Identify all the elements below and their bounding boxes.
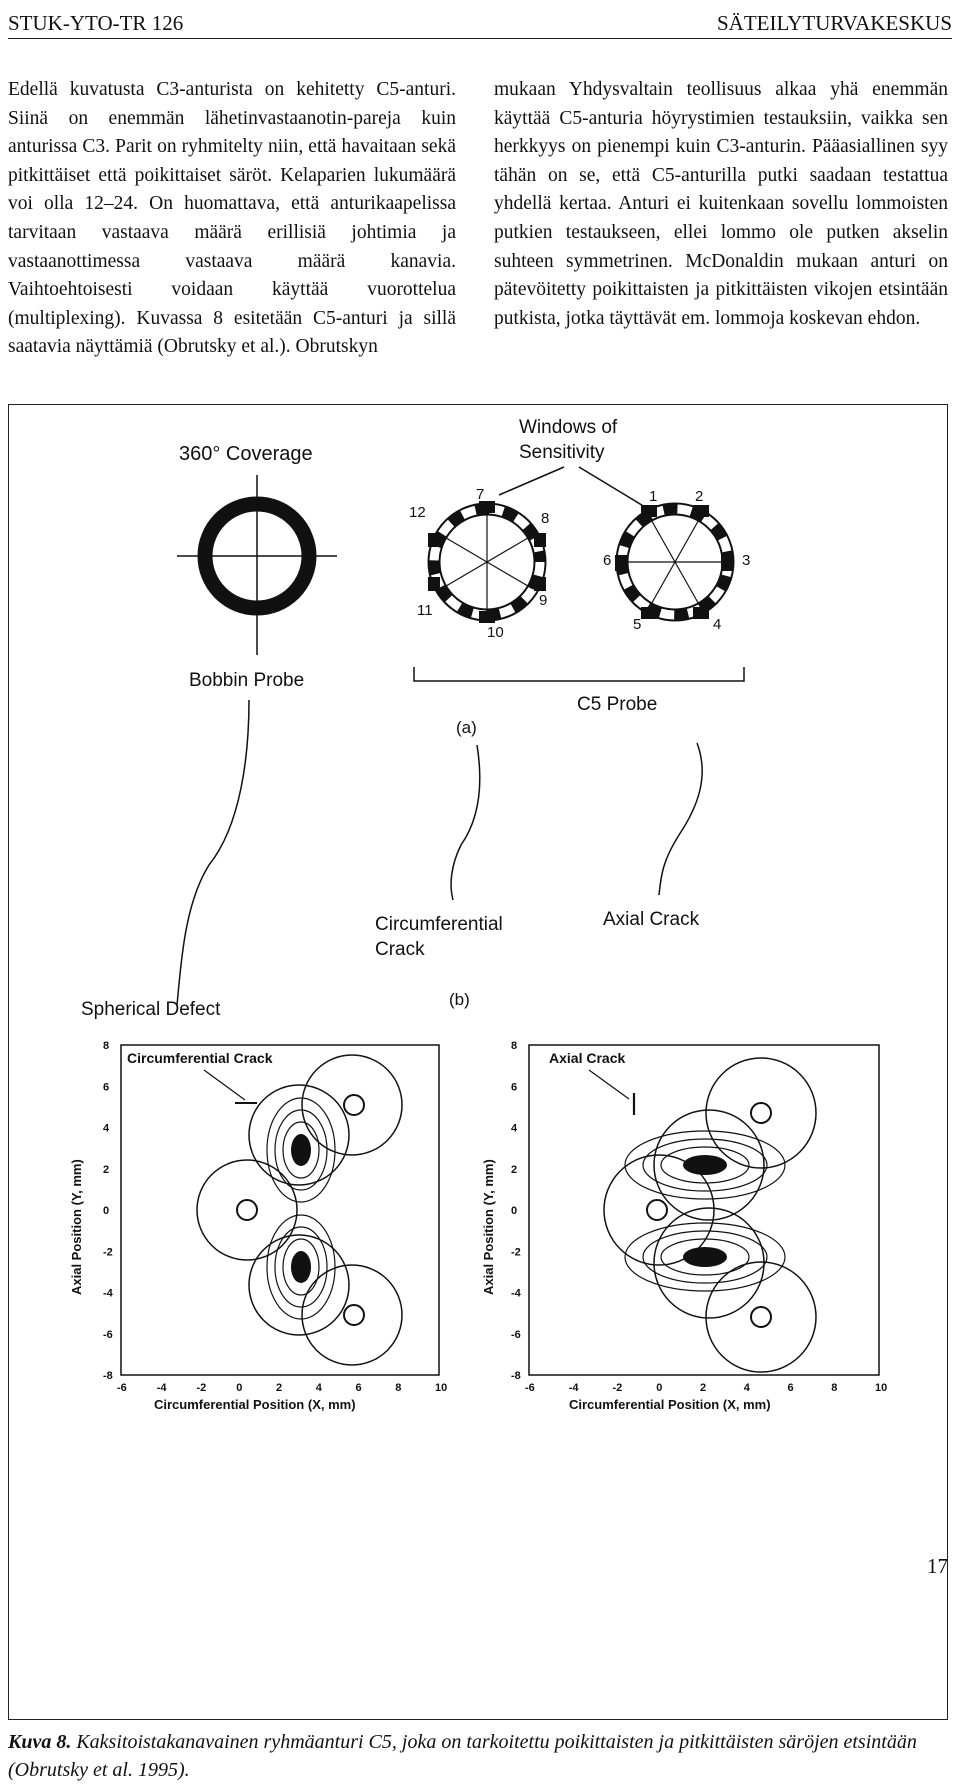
probe-right-num-1: 1: [649, 488, 657, 505]
y-tick-label: -8: [103, 1370, 113, 1382]
y-tick-label: 6: [511, 1081, 517, 1093]
circumferential-crack-trace: [450, 744, 481, 901]
x-tick-label: 0: [236, 1382, 242, 1394]
bobbin-probe-label: Bobbin Probe: [189, 670, 304, 691]
ticks-right: -6 -4 -2 0 2 4 6 8 10 8 6 4 2 0 -2 -4 -6 -8: [511, 1040, 887, 1394]
text-column-right: mukaan Yhdysvaltain teollisuus alkaa yhä…: [494, 76, 948, 333]
y-tick-label: 4: [103, 1123, 110, 1135]
caption-text: Kaksitoistakanavainen ryhmäanturi C5, jo…: [8, 1731, 917, 1781]
x-tick-label: 8: [831, 1382, 837, 1394]
probe-left-num-12: 12: [409, 504, 426, 521]
windows-arrow-left: [498, 466, 565, 496]
y-tick-label: 2: [103, 1164, 109, 1176]
c5-probe-label: C5 Probe: [577, 694, 657, 715]
x-tick-label: 10: [435, 1382, 447, 1394]
x-tick-label: -2: [197, 1382, 207, 1394]
y-tick-label: -2: [511, 1246, 521, 1258]
x-axis-label-right: Circumferential Position (X, mm): [569, 1397, 771, 1412]
y-tick-label: 4: [511, 1123, 518, 1135]
axial-crack-trace: [658, 742, 703, 896]
x-tick-label: 10: [875, 1382, 887, 1394]
x-tick-label: 2: [700, 1382, 706, 1394]
y-tick-label: 8: [103, 1040, 109, 1052]
c5-bracket: [413, 667, 745, 682]
probe-right-num-3: 3: [742, 552, 750, 569]
x-tick-label: -6: [525, 1382, 535, 1394]
y-tick-label: -8: [511, 1370, 521, 1382]
probe-left-num-8: 8: [541, 510, 549, 527]
header-right: SÄTEILYTURVAKESKUS: [716, 11, 952, 35]
circ-crack-label-1: Circumferential: [375, 914, 503, 935]
x-tick-label: 2: [276, 1382, 282, 1394]
coverage-label: 360° Coverage: [179, 443, 313, 465]
probe-right-num-4: 4: [713, 616, 721, 633]
c5-probe-left: 7 8 9 10 11 12: [409, 486, 549, 641]
y-tick-label: -2: [103, 1246, 113, 1258]
probe-left-num-11: 11: [417, 602, 433, 619]
plot-left-title: Circumferential Crack: [127, 1050, 273, 1066]
y-tick-label: -6: [103, 1329, 113, 1341]
plot-right-title: Axial Crack: [549, 1050, 625, 1066]
probe-right-num-2: 2: [695, 488, 703, 505]
y-tick-label: 2: [511, 1164, 517, 1176]
figure-caption: Kuva 8. Kaksitoistakanavainen ryhmäantur…: [8, 1728, 952, 1784]
paragraph-right: mukaan Yhdysvaltain teollisuus alkaa yhä…: [494, 79, 948, 329]
y-tick-label: -4: [103, 1288, 114, 1300]
figure-8: 360° Coverage Windows of Sensitivity 7: [8, 404, 948, 1720]
windows-label-1: Windows of: [519, 417, 618, 438]
y-axis-label-right: Axial Position (Y, mm): [481, 1159, 496, 1295]
windows-arrow-right: [578, 466, 646, 508]
probe-left-num-9: 9: [539, 592, 547, 609]
c5-probe-right: 1 2 3 4 5 6: [603, 488, 750, 633]
caption-label: Kuva 8.: [8, 1731, 72, 1753]
x-axis-label-left: Circumferential Position (X, mm): [154, 1397, 356, 1412]
text-column-left: Edellä kuvatusta C3-anturista on kehitet…: [8, 76, 456, 362]
x-tick-label: 4: [744, 1382, 751, 1394]
probe-left-num-7: 7: [476, 486, 484, 503]
axial-crack-label: Axial Crack: [603, 909, 700, 930]
windows-label-2: Sensitivity: [519, 442, 605, 463]
x-tick-label: -4: [157, 1382, 168, 1394]
circ-crack-label-2: Crack: [375, 939, 425, 960]
figure-svg: 360° Coverage Windows of Sensitivity 7: [69, 417, 887, 1412]
header-left: STUK-YTO-TR 126: [8, 11, 184, 35]
plot-right: Axial Crack: [528, 1044, 880, 1376]
part-a-label: (a): [456, 718, 477, 737]
page-header: STUK-YTO-TR 126 SÄTEILYTURVAKESKUS: [8, 6, 952, 36]
header-rule: [8, 38, 952, 39]
spherical-defect-trace: [176, 699, 250, 1006]
part-b-label: (b): [449, 990, 470, 1009]
x-tick-label: 8: [395, 1382, 401, 1394]
ticks-left: -6 -4 -2 0 2 4 6 8 10 8 6 4 2 0 -2 -4 -6 -8: [103, 1040, 447, 1394]
y-tick-label: -4: [511, 1288, 522, 1300]
y-tick-label: 8: [511, 1040, 517, 1052]
probe-right-num-6: 6: [603, 552, 611, 569]
page-number: 17: [927, 1554, 948, 1578]
y-tick-label: 0: [103, 1205, 109, 1217]
x-tick-label: -6: [117, 1382, 127, 1394]
x-tick-label: 0: [656, 1382, 662, 1394]
paragraph-left: Edellä kuvatusta C3-anturista on kehitet…: [8, 79, 456, 358]
y-tick-label: 0: [511, 1205, 517, 1217]
y-axis-label-left: Axial Position (Y, mm): [69, 1159, 84, 1295]
x-tick-label: 6: [356, 1382, 362, 1394]
x-tick-label: 6: [788, 1382, 794, 1394]
x-tick-label: 4: [316, 1382, 323, 1394]
x-tick-label: -2: [613, 1382, 623, 1394]
y-tick-label: 6: [103, 1081, 109, 1093]
y-tick-label: -6: [511, 1329, 521, 1341]
probe-right-num-5: 5: [633, 616, 641, 633]
spherical-defect-label: Spherical Defect: [81, 999, 221, 1020]
probe-left-num-10: 10: [487, 624, 504, 641]
plot-left: Circumferential Crack: [120, 1044, 440, 1376]
bobbin-probe-ring: [177, 475, 337, 655]
x-tick-label: -4: [569, 1382, 580, 1394]
